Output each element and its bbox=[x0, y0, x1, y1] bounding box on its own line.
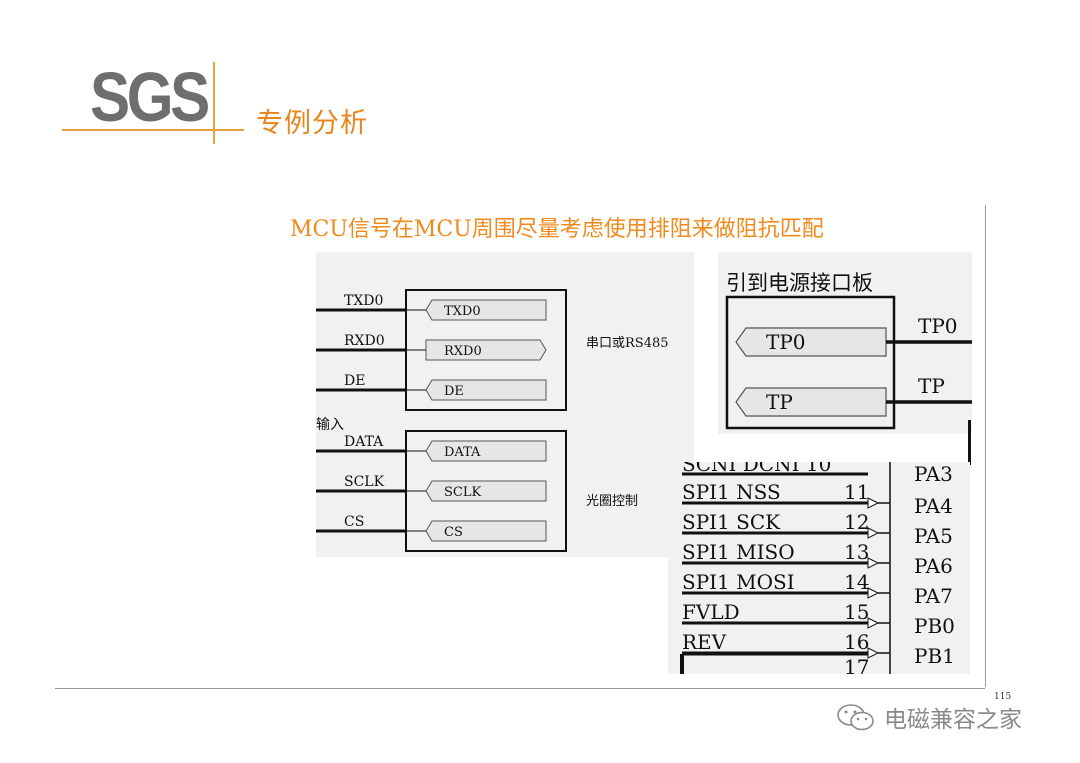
port-label: DE bbox=[444, 384, 464, 399]
pad-partial-top: PA3 bbox=[914, 462, 953, 486]
port-shape bbox=[425, 379, 547, 401]
mcu-pad-label: PA4 bbox=[914, 494, 953, 518]
mcu-pin-number: 13 bbox=[844, 540, 869, 564]
mcu-pin-number: 11 bbox=[844, 480, 869, 504]
port-label: RXD0 bbox=[444, 344, 482, 359]
pin-partial-bottom: 17 bbox=[844, 655, 869, 674]
mcu-net-label: SPI1 SCK bbox=[682, 510, 781, 534]
bus-line bbox=[968, 420, 971, 465]
mcu-net-label: REV bbox=[682, 630, 727, 654]
net-label: CS bbox=[344, 514, 364, 530]
watermark: 电磁兼容之家 bbox=[836, 700, 1022, 734]
sgs-logo: SGS bbox=[90, 58, 210, 136]
mcu-pad-label: PA5 bbox=[914, 524, 953, 548]
footer-divider bbox=[55, 688, 985, 689]
port-shape bbox=[425, 480, 547, 502]
logo-divider bbox=[213, 62, 215, 144]
power-board-box bbox=[725, 295, 896, 430]
net-label: TXD0 bbox=[344, 293, 383, 309]
mcu-pin-number: 12 bbox=[844, 510, 869, 534]
logo-underline bbox=[62, 129, 244, 131]
group2-caption: 光圈控制 bbox=[586, 494, 638, 509]
tp-net-label: TP bbox=[918, 374, 945, 398]
slide-heading: MCU信号在MCU周围尽量考虑使用排阻来做阻抗匹配 bbox=[290, 217, 824, 242]
right-divider bbox=[985, 205, 986, 687]
net-label: RXD0 bbox=[344, 333, 385, 349]
left-schematic: TXD0TXD0RXD0RXD0DEDEDATADATASCLKSCLKCSCS… bbox=[316, 252, 694, 557]
port-label: TXD0 bbox=[444, 304, 481, 319]
net-label: DATA bbox=[344, 434, 384, 450]
mcu-pad-label: PB1 bbox=[914, 644, 955, 668]
mcu-pin-number: 14 bbox=[844, 570, 869, 594]
port-label: SCLK bbox=[444, 485, 481, 500]
mcu-net-label: SPI1 NSS bbox=[682, 480, 781, 504]
mcu-net-label: SPI1 MISO bbox=[682, 540, 795, 564]
power-board-title: 引到电源接口板 bbox=[726, 271, 873, 295]
port-label: CS bbox=[444, 525, 463, 540]
net-label: DE bbox=[344, 373, 365, 389]
wechat-icon bbox=[837, 704, 874, 731]
mcu-pin-number: 16 bbox=[844, 630, 869, 654]
tp-port-shape bbox=[735, 387, 887, 417]
mcu-net-label: FVLD bbox=[682, 600, 740, 624]
port-shape bbox=[425, 520, 547, 542]
tp-port-shape bbox=[735, 327, 887, 357]
port-shape bbox=[425, 299, 547, 321]
mcu-pad-label: PA7 bbox=[914, 584, 953, 608]
tp-port-label: TP0 bbox=[766, 330, 806, 354]
watermark-text: 电磁兼容之家 bbox=[884, 707, 1022, 733]
page-number: 115 bbox=[994, 692, 1012, 702]
tp-port-label: TP bbox=[766, 390, 793, 414]
mcu-pad-label: PB0 bbox=[914, 614, 955, 638]
port-shape bbox=[425, 339, 547, 361]
port-shape bbox=[425, 440, 547, 462]
section-title: 专例分析 bbox=[256, 108, 368, 139]
net-label: SCLK bbox=[344, 474, 385, 490]
input-label: 输入 bbox=[316, 417, 344, 433]
mcu-pin-number: 15 bbox=[844, 600, 869, 624]
group1-caption: 串口或RS485 bbox=[586, 336, 669, 351]
mcu-net-label: SPI1 MOSI bbox=[682, 570, 795, 594]
tp-net-label: TP0 bbox=[918, 314, 958, 338]
mcu-pad-label: PA6 bbox=[914, 554, 953, 578]
port-label: DATA bbox=[444, 445, 481, 460]
